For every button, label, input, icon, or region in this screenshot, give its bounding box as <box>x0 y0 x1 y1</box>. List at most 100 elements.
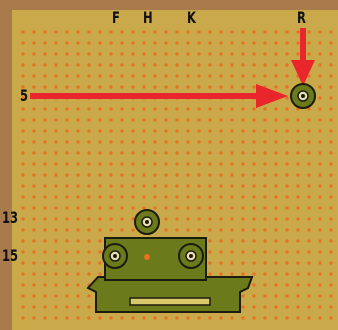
board-hole <box>318 283 321 286</box>
board-hole <box>21 228 24 231</box>
board-hole <box>76 107 79 110</box>
board-hole <box>43 41 46 44</box>
board-hole <box>329 316 332 319</box>
board-hole <box>208 173 211 176</box>
board-hole <box>65 63 68 66</box>
board-hole <box>21 261 24 264</box>
board-hole <box>43 74 46 77</box>
board-hole <box>329 63 332 66</box>
board-hole <box>142 74 145 77</box>
board-hole <box>98 140 101 143</box>
board-hole <box>307 272 310 275</box>
board-hole <box>274 118 277 121</box>
board-hole <box>329 294 332 297</box>
board-hole <box>43 151 46 154</box>
board-hole <box>307 261 310 264</box>
board-hole <box>164 173 167 176</box>
board-hole <box>54 52 57 55</box>
board-hole <box>307 206 310 209</box>
board-hole <box>32 63 35 66</box>
board-hole <box>76 206 79 209</box>
board-hole <box>230 272 233 275</box>
board-hole <box>120 206 123 209</box>
board-hole <box>285 239 288 242</box>
board-hole <box>21 294 24 297</box>
board-hole <box>219 129 222 132</box>
board-hole <box>65 272 68 275</box>
board-hole <box>263 184 266 187</box>
board-hole <box>197 85 200 88</box>
board-hole <box>65 118 68 121</box>
board-hole <box>76 118 79 121</box>
board-hole <box>131 316 134 319</box>
board-hole <box>54 305 57 308</box>
board-hole <box>263 195 266 198</box>
board-hole <box>175 217 178 220</box>
board-hole <box>65 85 68 88</box>
board-hole <box>54 184 57 187</box>
board-hole <box>241 30 244 33</box>
board-hole <box>32 272 35 275</box>
board-hole <box>263 52 266 55</box>
board-hole <box>307 173 310 176</box>
board-hole <box>109 63 112 66</box>
board-hole <box>241 250 244 253</box>
board-hole <box>219 162 222 165</box>
board-hole <box>197 74 200 77</box>
board-hole <box>87 173 90 176</box>
board-hole <box>54 272 57 275</box>
board-hole <box>208 316 211 319</box>
board-hole <box>54 217 57 220</box>
board-hole <box>197 129 200 132</box>
board-hole <box>131 118 134 121</box>
board-hole <box>241 52 244 55</box>
board-hole <box>175 228 178 231</box>
board-hole <box>131 85 134 88</box>
board-hole <box>230 140 233 143</box>
board-hole <box>285 316 288 319</box>
board-hole <box>230 184 233 187</box>
board-hole <box>285 52 288 55</box>
board-hole <box>263 151 266 154</box>
board-hole <box>241 261 244 264</box>
board-hole <box>318 140 321 143</box>
board-hole <box>186 162 189 165</box>
board-hole <box>263 41 266 44</box>
board-hole <box>318 63 321 66</box>
board-hole <box>197 184 200 187</box>
board-hole <box>175 52 178 55</box>
board-hole <box>142 140 145 143</box>
board-hole <box>54 129 57 132</box>
board-hole <box>131 107 134 110</box>
board-hole <box>285 140 288 143</box>
board-hole <box>241 228 244 231</box>
board-hole <box>65 294 68 297</box>
board-hole <box>142 41 145 44</box>
board-hole <box>329 151 332 154</box>
board-hole <box>252 283 255 286</box>
board-hole <box>296 41 299 44</box>
board-hole <box>285 228 288 231</box>
board-hole <box>285 129 288 132</box>
board-hole <box>76 140 79 143</box>
board-hole <box>65 151 68 154</box>
board-hole <box>120 30 123 33</box>
board-hole <box>76 63 79 66</box>
board-hole <box>175 173 178 176</box>
board-hole <box>285 162 288 165</box>
board-hole <box>208 162 211 165</box>
board-hole <box>153 206 156 209</box>
board-hole <box>21 118 24 121</box>
board-hole <box>186 30 189 33</box>
board-hole <box>329 261 332 264</box>
board-hole <box>142 129 145 132</box>
board-hole <box>131 173 134 176</box>
board-hole <box>197 41 200 44</box>
board-hole <box>329 184 332 187</box>
board-hole <box>274 63 277 66</box>
board-hole <box>230 316 233 319</box>
board-hole <box>109 228 112 231</box>
board-hole <box>252 30 255 33</box>
board-hole <box>43 250 46 253</box>
board-hole <box>186 316 189 319</box>
